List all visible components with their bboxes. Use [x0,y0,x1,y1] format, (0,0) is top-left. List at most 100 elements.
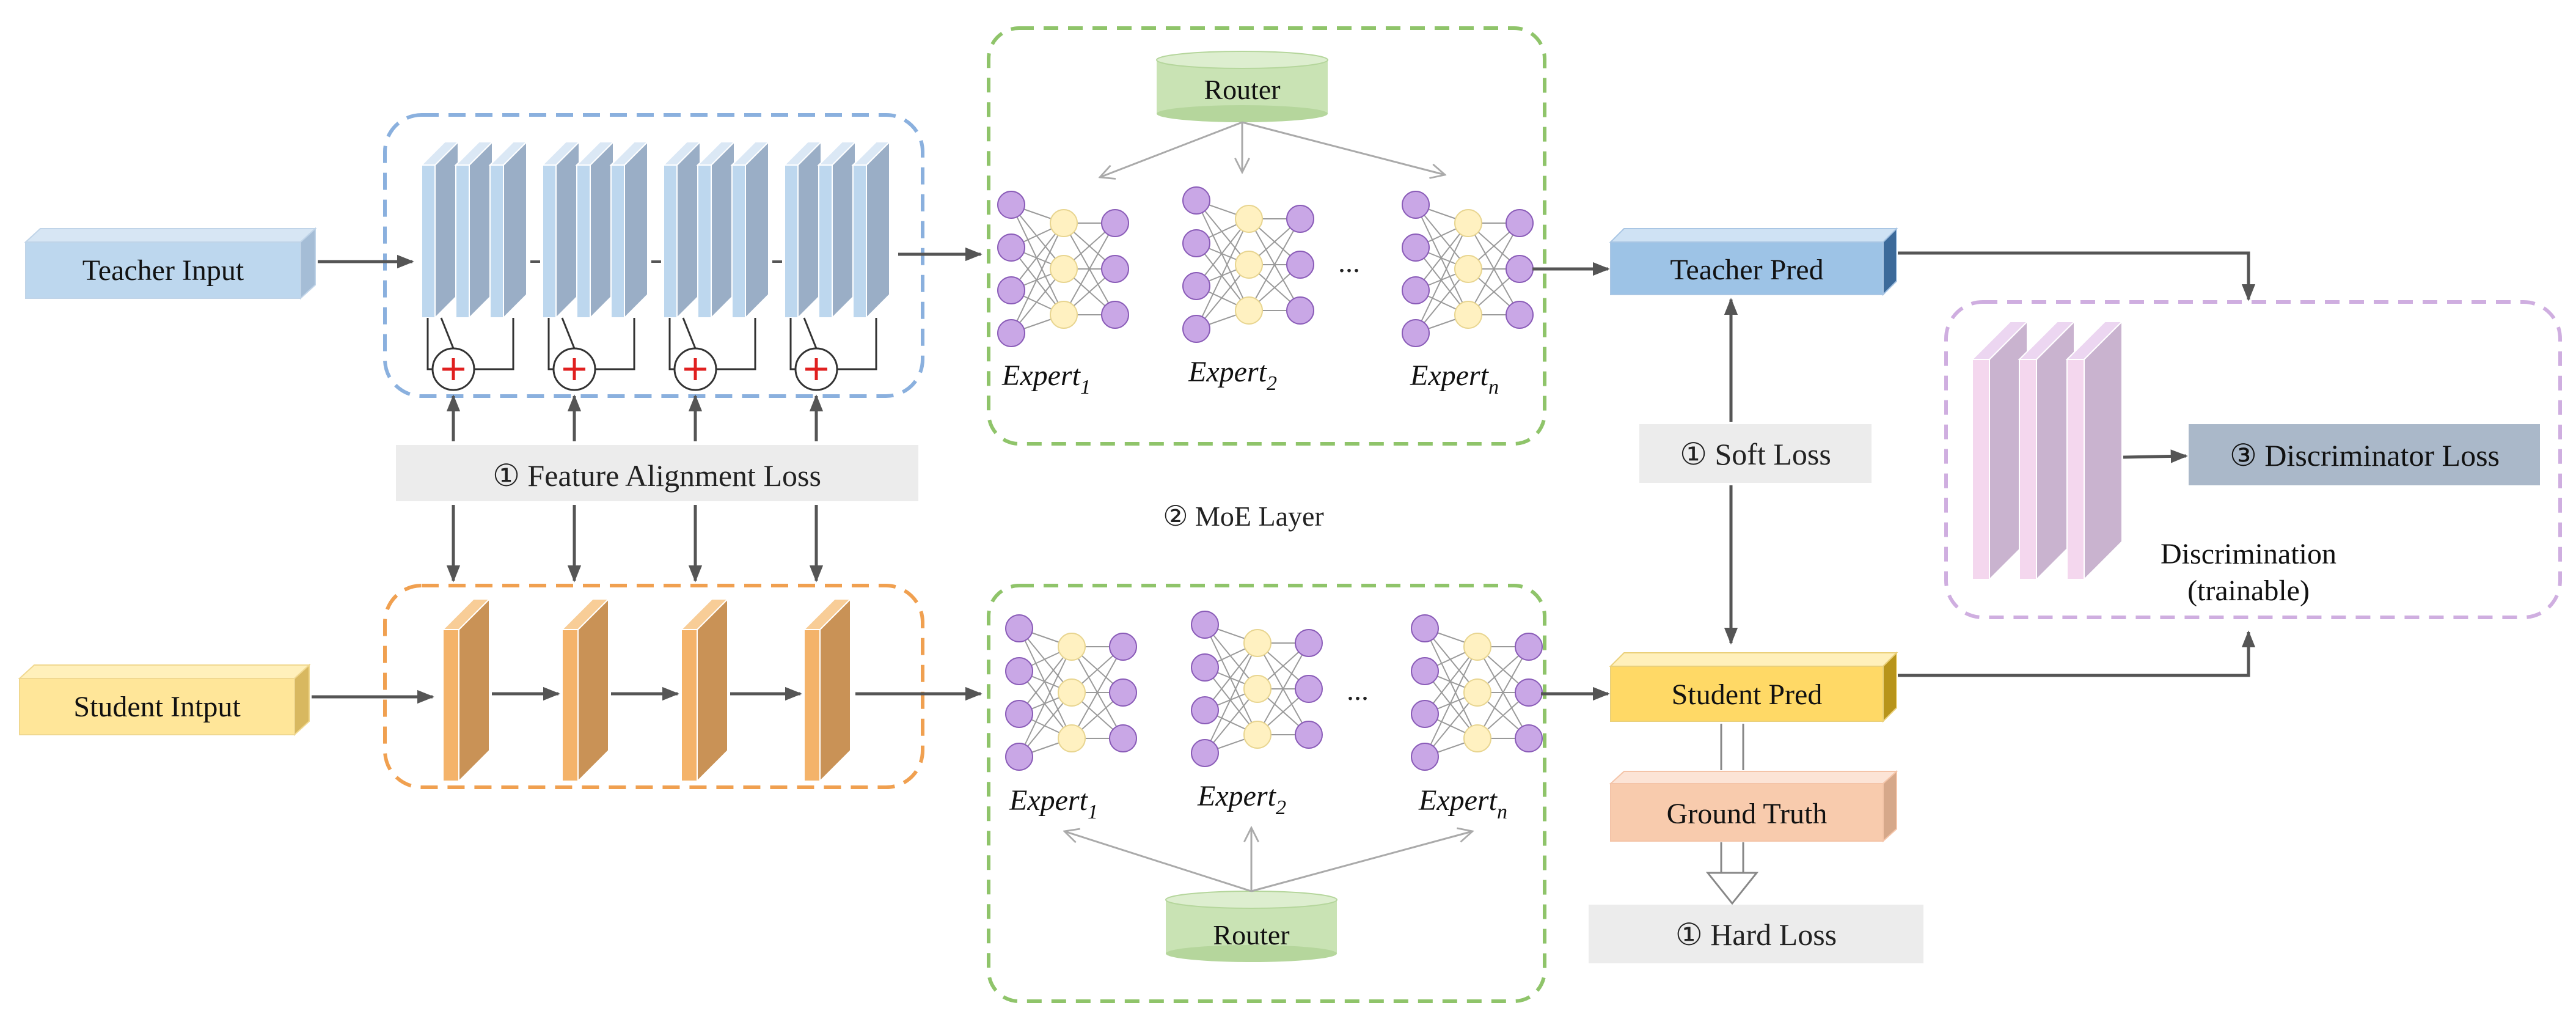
student-expert-2-label: Expert2 [1197,780,1286,819]
teacher-experts [997,186,1534,347]
feature-alignment-loss-box [396,445,918,501]
teacher-backbone-blocks [420,140,891,391]
teacher-layer-slab [730,140,770,320]
residual-add-icon [668,317,756,391]
residual-add-icon [426,317,514,391]
student-expert-1-network [1005,614,1137,771]
teacher-layer-slab [488,140,529,320]
student-expert-2-network [1191,611,1323,767]
teacher-block-group [662,140,782,391]
discriminator-layer-slab [1970,320,2029,581]
teacher-expert-2-label: Expert2 [1188,356,1277,395]
neuron-node [1515,633,1543,661]
neuron-node [1005,700,1033,728]
teacher-router-arrows [1100,121,1445,177]
teacher-router-label: Router [1204,74,1280,105]
student-pred-label: Student Pred [1672,678,1823,711]
teacher-layer-slab [609,140,649,320]
student-expert-n-network [1411,614,1543,771]
neuron-node [1191,653,1219,682]
neuron-node [1463,678,1491,707]
neuron-node [1402,276,1430,304]
neuron-node [997,233,1025,262]
neuron-node [1101,255,1129,283]
neuron-node [1182,229,1210,257]
neuron-node [1050,209,1078,237]
soft-loss-label: ① Soft Loss [1680,437,1831,471]
neuron-node [1411,614,1439,642]
student-router-label: Router [1213,919,1289,950]
neuron-node [1058,724,1086,752]
teacher-layer-slab [420,140,460,320]
neuron-node [1182,272,1210,300]
student-expert-1-label: Expert1 [1009,784,1098,823]
teacher-expert-n-label: Expertn [1410,359,1499,399]
arrow-teacher-pred-to-discriminator [1898,251,2256,301]
neuron-node [1109,633,1137,661]
neuron-node [1243,629,1272,657]
neuron-node [1005,614,1033,642]
student-expert-labels: Expert1 Expert2 Expertn [1009,780,1507,823]
discriminator-loss-box [2189,424,2540,485]
neuron-node [1411,657,1439,685]
discrimination-caption-line2: (trainable) [2187,575,2310,607]
neuron-node [1506,255,1534,283]
teacher-router: Router [1156,51,1328,122]
neuron-node [1005,657,1033,685]
student-backbone-blocks [441,597,852,783]
neuron-node [1295,675,1323,703]
neuron-node [1058,633,1086,661]
teacher-layer-slab [662,140,702,320]
neuron-node [1454,255,1482,283]
teacher-expert-n-network [1402,191,1534,347]
arrow-discriminator-to-loss [2123,449,2188,463]
neuron-node [1109,724,1137,752]
neuron-node [1295,629,1323,657]
neuron-node [1235,251,1263,279]
soft-loss-box [1639,424,1872,483]
neuron-node [1182,315,1210,343]
teacher-block-group [783,140,891,391]
teacher-expert-1-network [997,191,1129,347]
hard-loss-label: ① Hard Loss [1675,917,1837,952]
neuron-node [1101,301,1129,329]
teacher-layer-slab [817,140,857,320]
teacher-layer-slab [454,140,494,320]
teacher-layer-slab [541,140,581,320]
neuron-node [1402,191,1430,219]
student-input-label: Student Intput [73,691,241,723]
teacher-block-group [420,140,540,391]
student-experts-ellipsis: ... [1347,674,1369,707]
discriminator-layer-slab [2018,320,2076,581]
student-input-box: Student Intput [18,663,311,737]
neuron-node [1506,301,1534,329]
student-layer-slab [802,597,852,783]
student-pred-box: Student Pred [1609,651,1898,723]
discrimination-caption-line1: Discrimination [2161,538,2336,570]
teacher-moe-container [987,26,1546,446]
neuron-node [1182,186,1210,215]
hard-loss-box [1589,905,1923,963]
neuron-node [1191,739,1219,767]
residual-add-icon [789,317,877,391]
student-router: Router [1165,891,1337,962]
discriminator-loss-label: ③ Discriminator Loss [2230,438,2500,472]
neuron-node [1515,724,1543,752]
neuron-node [1506,209,1534,237]
discriminator-blocks [1970,320,2124,581]
discriminator-layer-slab [2065,320,2124,581]
neuron-node [997,276,1025,304]
neuron-node [1058,678,1086,707]
teacher-pred-label: Teacher Pred [1670,254,1823,286]
teacher-layer-slab [696,140,736,320]
neuron-node [1454,301,1482,329]
neuron-node [997,319,1025,347]
student-moe-container [987,584,1546,1003]
neuron-node [1235,296,1263,325]
neuron-node [1402,319,1430,347]
neuron-node [1005,743,1033,771]
teacher-layer-slab [783,140,823,320]
residual-add-icon [547,317,635,391]
moe-layer-label: ② MoE Layer [1163,501,1324,532]
